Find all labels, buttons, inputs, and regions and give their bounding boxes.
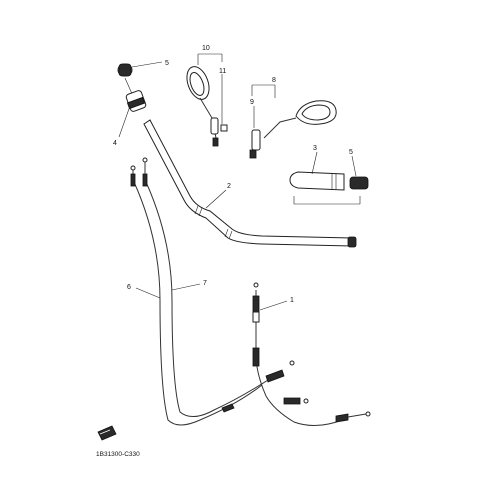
clutch-cable <box>221 282 371 426</box>
callout-11: 11 <box>219 68 226 75</box>
callout-9: 9 <box>250 99 254 106</box>
manufacturer-mark <box>97 425 117 441</box>
callout-3: 3 <box>313 145 317 152</box>
leader-lines <box>118 53 361 311</box>
right-grip <box>289 171 369 191</box>
left-grip-assembly <box>117 63 147 112</box>
reference-code: 1B31300-C330 <box>96 451 140 458</box>
callouts: 5 4 10 11 8 9 3 5 2 6 7 1 <box>113 45 353 304</box>
left-mirror <box>186 66 228 147</box>
grip-end-weight-right <box>349 176 369 190</box>
callout-1: 1 <box>290 297 294 304</box>
callout-5-left: 5 <box>165 60 169 67</box>
callout-7: 7 <box>203 280 207 287</box>
callout-2: 2 <box>227 183 231 190</box>
callout-10: 10 <box>202 45 210 52</box>
callout-5-right: 5 <box>349 149 353 156</box>
callout-6: 6 <box>127 284 131 291</box>
throttle-cables <box>130 157 269 426</box>
callout-4: 4 <box>113 140 117 147</box>
callout-8: 8 <box>272 77 276 84</box>
handlebar <box>143 119 357 248</box>
right-mirror <box>249 100 337 159</box>
